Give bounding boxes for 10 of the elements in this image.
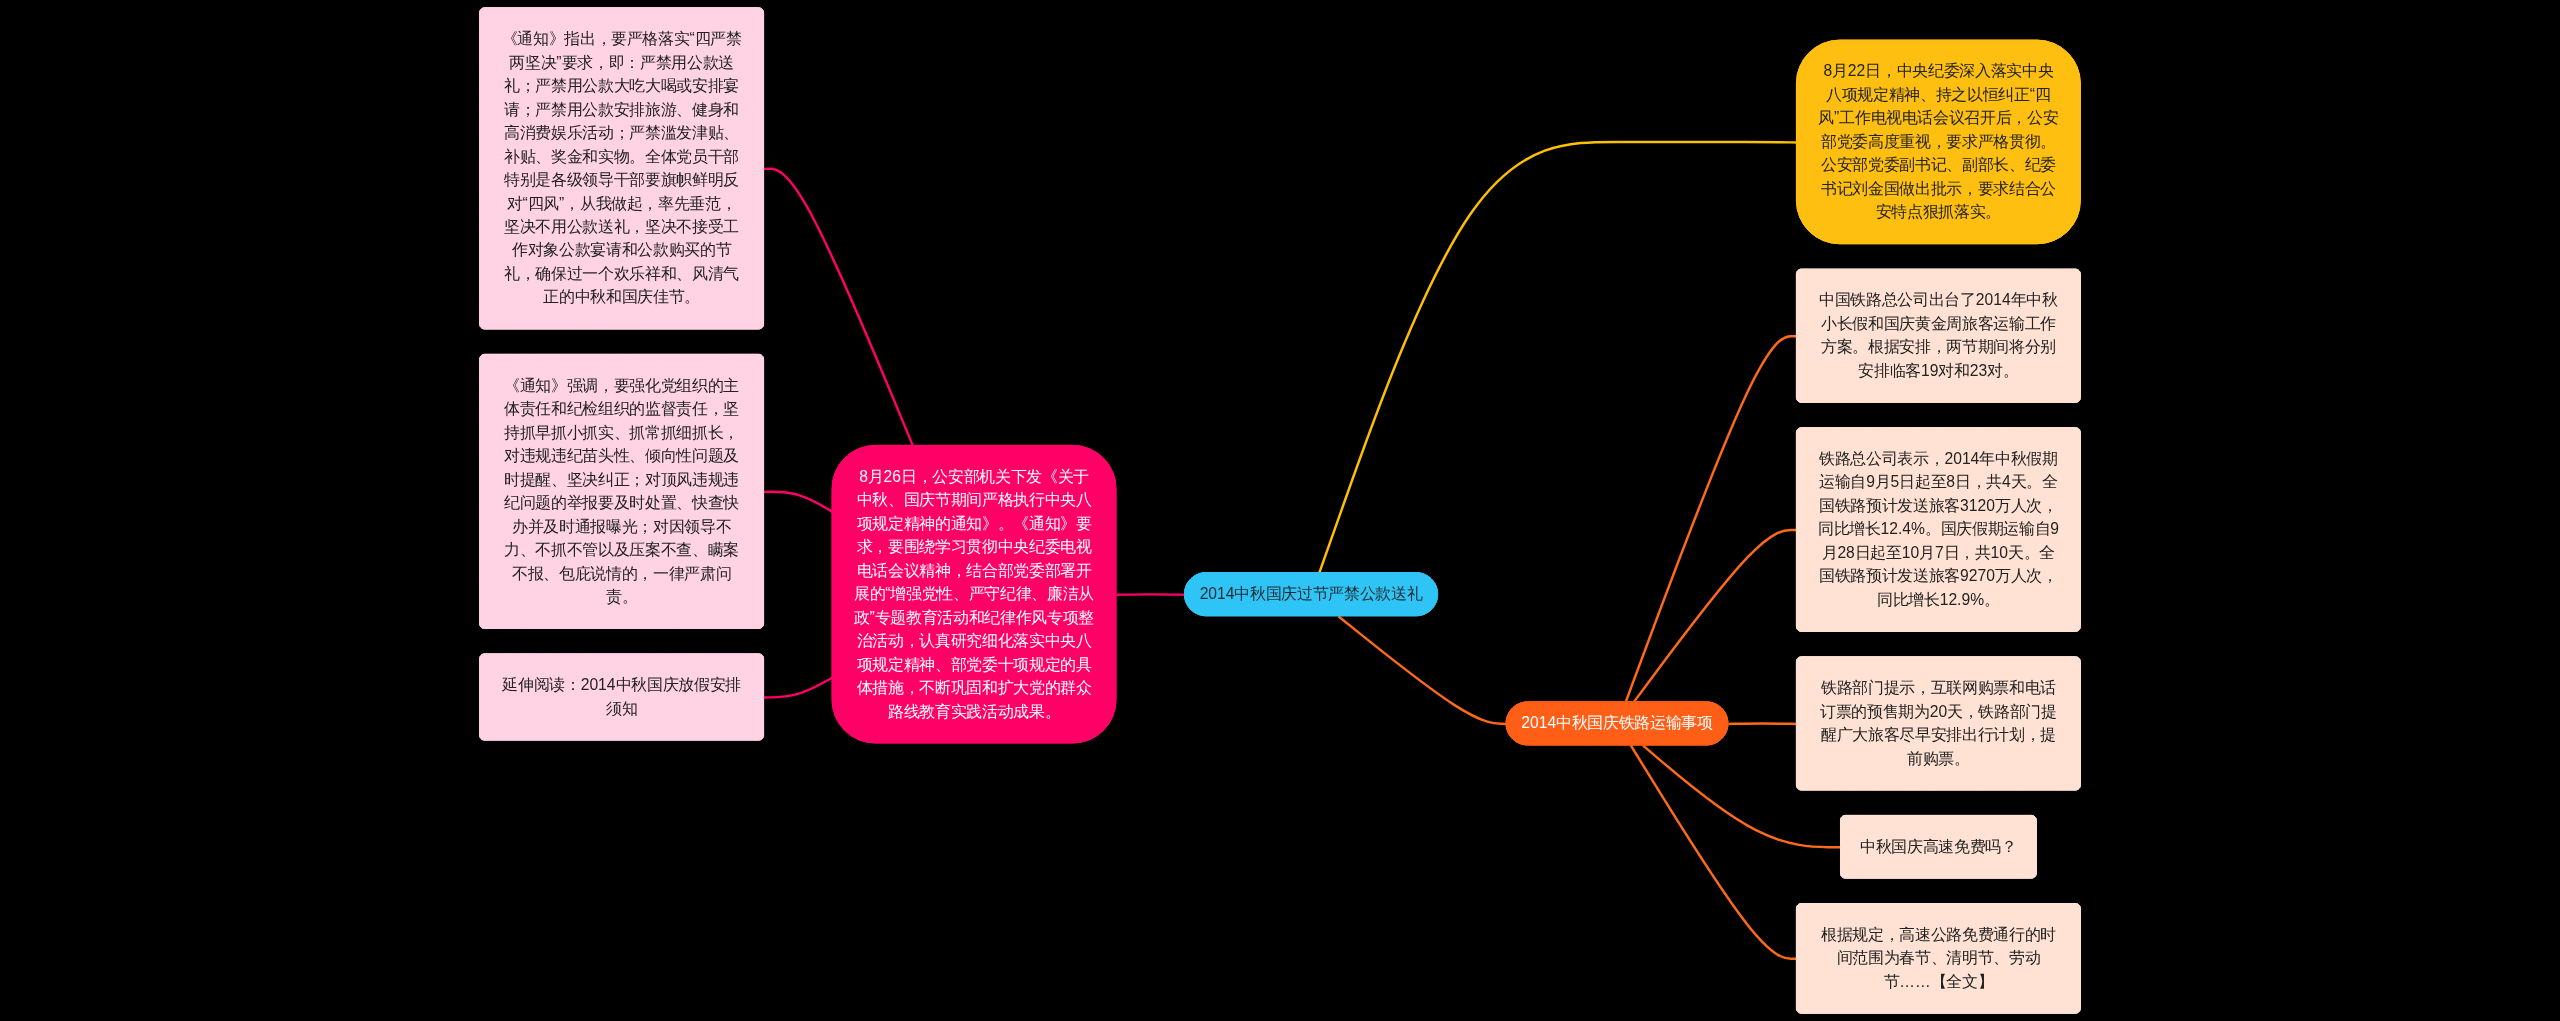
connector xyxy=(1728,722,1797,726)
connector xyxy=(764,676,834,699)
connector xyxy=(1642,744,1841,849)
connector xyxy=(1629,744,1797,961)
connector xyxy=(1624,334,1797,703)
connector xyxy=(764,167,915,447)
connector xyxy=(764,490,834,513)
connector xyxy=(1116,593,1185,596)
connector xyxy=(1318,140,1797,574)
connector xyxy=(1337,615,1507,726)
